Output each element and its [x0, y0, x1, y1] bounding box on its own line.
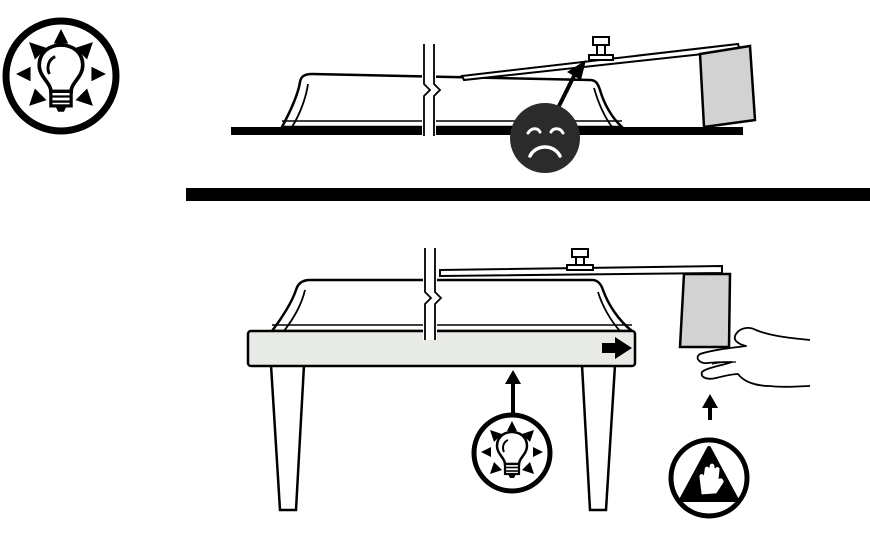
warning-sad-face-icon — [510, 60, 586, 173]
tip-lightbulb-top-icon — [2, 17, 120, 135]
floor-surface — [231, 127, 743, 135]
table-leg-left — [269, 363, 306, 512]
table-leg-right — [580, 363, 617, 512]
supporting-hand-illustration — [696, 327, 811, 388]
tip-lightbulb-table-icon — [471, 370, 553, 494]
arrow-right-icon — [602, 337, 632, 359]
caution-hand-stop-icon — [668, 394, 750, 519]
tv-stand-base — [698, 44, 757, 129]
table-top — [246, 329, 637, 368]
tv-on-floor-illustration — [231, 36, 757, 136]
section-divider — [186, 188, 870, 201]
tv-on-table-illustration — [246, 248, 732, 512]
tv-stand-base — [678, 272, 732, 349]
